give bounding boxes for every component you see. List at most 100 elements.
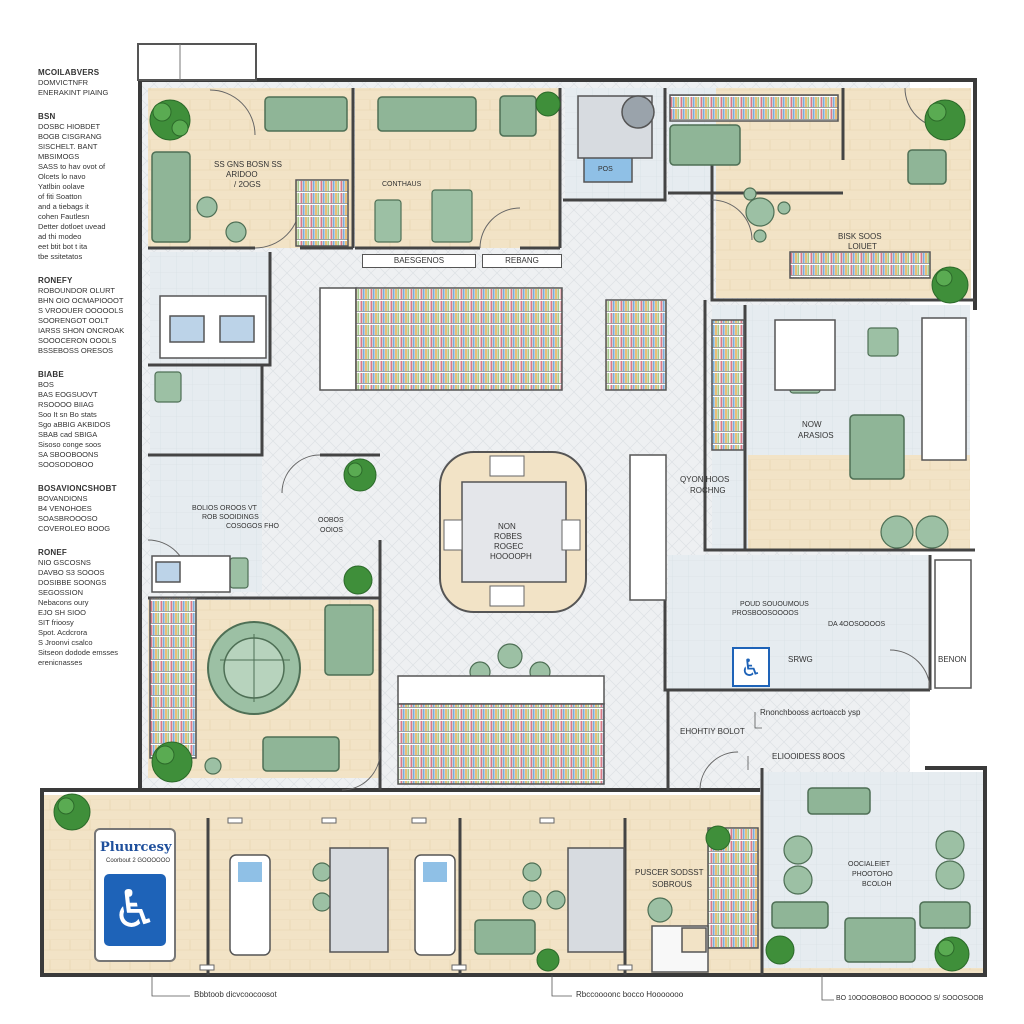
notes-line: erenicnasses — [38, 658, 83, 667]
notes-line: SOORENGOT OOLT — [38, 316, 109, 325]
callout-label: BO 10OOOBOBOO BOOOOO S/ SOOOSOOB — [836, 995, 984, 1002]
room-label: ROCHNG — [690, 486, 726, 495]
notes-block-2: BSN DOSBC HIOBDET BOGB CISGRANG SISCHELT… — [38, 112, 138, 262]
notes-line: cohen Fautlesn — [38, 212, 90, 221]
room-label: PHOOTOHO — [852, 871, 893, 878]
notes-block-6: RONEF NIO GSCOSNS DAVBO S3 SOOOS DOSIBBE… — [38, 548, 138, 668]
notes-line: of fiti Soatton — [38, 192, 82, 201]
room-label: QYON HOOS — [680, 475, 730, 484]
notes-block-1: MCOILABVERS DOMVICTNFR ENERAKINT PIAING — [38, 68, 138, 98]
notes-heading: BOSAVIONCSHOBT — [38, 484, 117, 493]
notes-line: COVEROLEO BOOG — [38, 524, 111, 533]
room-label: OOCIALEIET — [848, 861, 891, 868]
room-label: ARIDOO — [226, 170, 258, 179]
notes-line: SIT frioosy — [38, 618, 74, 627]
notes-block-5: BOSAVIONCSHOBT BOVANDIONS B4 VENOHOES SO… — [38, 484, 138, 534]
room-label: BISK SOOS — [838, 232, 882, 241]
notes-line: B4 VENOHOES — [38, 504, 92, 513]
pharmacy-title: Pluurcesy — [100, 840, 172, 855]
notes-line: S Jroonvi csalco — [38, 638, 93, 647]
notes-line: BOVANDIONS — [38, 494, 88, 503]
notes-block-4: BIABE BOS BAS EOGSUOVT RSOOOO BIIAG Soo … — [38, 370, 138, 470]
room-label: EHOHTIY BOLOT — [680, 727, 745, 736]
notes-heading: BIABE — [38, 370, 64, 379]
room-label: SOBROUS — [652, 880, 693, 889]
notes-line: RSOOOO BIIAG — [38, 400, 94, 409]
room-label: SRWG — [788, 655, 813, 664]
notes-line: SASS to hav ovot of — [38, 162, 106, 171]
room-sign: REBANG — [482, 254, 562, 268]
svg-text:♿: ♿ — [740, 654, 762, 682]
notes-line: DOSIBBE SOONGS — [38, 578, 107, 587]
notes-line: IARSS SHON ONCROAK — [38, 326, 125, 335]
center-island — [439, 451, 587, 613]
notes-line: Sitseon dodode emsses — [38, 648, 119, 657]
room-label: ROB SOOIDINGS — [202, 514, 259, 521]
accessible-wc-sign — [732, 647, 770, 687]
legend-notes: MCOILABVERS DOMVICTNFR ENERAKINT PIAING … — [38, 68, 138, 682]
notes-line: MBSIMOGS — [38, 152, 80, 161]
room-label: DA 4OOSOOOOS — [828, 621, 886, 628]
room-label: OOIOS — [320, 527, 343, 534]
room-sign: BAESGENOS — [362, 254, 476, 268]
room-label: PROSBOOSOOOOS — [732, 610, 799, 617]
notes-line: BAS EOGSUOVT — [38, 390, 98, 399]
notes-line: SBAB cad SBIGA — [38, 430, 98, 439]
notes-line: Nebacons oury — [38, 598, 89, 607]
room-label: CONTHAUS — [382, 181, 422, 188]
leader-lines — [151, 712, 834, 1001]
notes-line: DOSBC HIOBDET — [38, 122, 101, 131]
counters — [651, 925, 709, 973]
notes-line: Yatlbin oolave — [38, 182, 85, 191]
notes-line: DAVBO S3 SOOOS — [38, 568, 105, 577]
notes-line: Sisoso conge soos — [38, 440, 101, 449]
room-label: POUD SOUOUMOUS — [740, 601, 809, 608]
notes-line: SISCHELT. BANT — [38, 142, 98, 151]
room-label: PUSCER SODSST — [635, 868, 704, 877]
room-label: ARASIOS — [798, 431, 834, 440]
notes-line: Sgo aBBIG AKBIDOS — [38, 420, 111, 429]
notes-line: BSSEBOSS ORESOS — [38, 346, 114, 355]
plants — [53, 91, 970, 972]
room-label: COSOGOS FHO — [226, 523, 279, 530]
notes-heading: RONEFY — [38, 276, 73, 285]
notes-line: SA SBOOBOONS — [38, 450, 99, 459]
room-label: OOBOS — [318, 517, 344, 524]
notes-line: ROBOUNDOR OLURT — [38, 286, 115, 295]
callout-label: ELIOOIDESS 8OOS — [772, 752, 845, 761]
notes-heading: RONEF — [38, 548, 67, 557]
notes-line: ENERAKINT PIAING — [38, 88, 109, 97]
notes-heading: MCOILABVERS — [38, 68, 100, 77]
room-label: ROBES — [494, 532, 523, 541]
notes-block-3: RONEFY ROBOUNDOR OLURT BHN OIO OCMAPIOOO… — [38, 276, 138, 356]
wheelchair-icon: ♿ — [104, 874, 166, 946]
room-label: BENON — [938, 655, 967, 664]
room-label: HOOOOPH — [490, 552, 532, 561]
sofas — [151, 95, 971, 963]
notes-line: ad thi modeo — [38, 232, 82, 241]
notes-line: Spot. Acdcrora — [38, 628, 88, 637]
notes-line: Olcets lo navo — [38, 172, 86, 181]
notes-heading: BSN — [38, 112, 56, 121]
room-label: BCOLOH — [862, 881, 892, 888]
room-label: NON — [498, 522, 516, 531]
room-label: POS — [598, 166, 613, 173]
bookshelves — [149, 94, 931, 949]
callout-label: Bbbtoob dicvcoocoosot — [194, 990, 277, 999]
room-label: LOIUET — [848, 242, 877, 251]
notes-line: BHN OIO OCMAPIOOOT — [38, 296, 124, 305]
room-label: SS GNS BOSN SS — [214, 160, 283, 169]
notes-line: NIO GSCOSNS — [38, 558, 91, 567]
notes-line: and a tiebags it — [38, 202, 89, 211]
notes-line: S VROOUER OOOOOLS — [38, 306, 124, 315]
notes-line: tbe ssitetatos — [38, 252, 83, 261]
notes-line: BOGB CISGRANG — [38, 132, 102, 141]
lights — [199, 817, 633, 971]
notes-line: SOOSODOBOO — [38, 460, 94, 469]
notes-line: Detter dotloet uvead — [38, 222, 106, 231]
notes-line: BOS — [38, 380, 54, 389]
notes-line: eet btit bot t ita — [38, 242, 88, 251]
callout-label: Rnonchbooss acrtoaccb ysp — [760, 708, 861, 717]
room-label: ROGEC — [494, 542, 524, 551]
